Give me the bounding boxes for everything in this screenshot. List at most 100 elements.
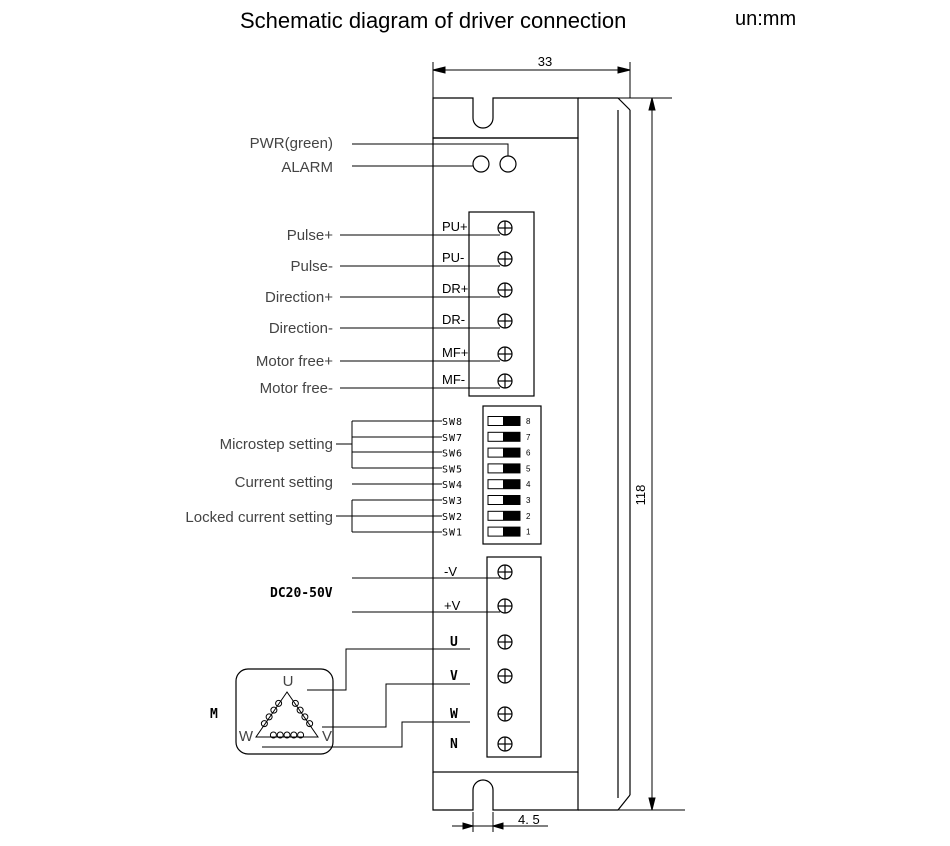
signal-label: Motor free-	[260, 380, 333, 397]
motor-symbol: U W V	[235, 668, 334, 755]
slot-dimension	[452, 812, 548, 832]
terminal-screw-icon	[497, 220, 513, 236]
switch-name: SW2	[442, 512, 463, 523]
switch-number: 3	[526, 496, 531, 505]
terminal-label: PU-	[442, 250, 464, 265]
switch-group-brackets	[336, 421, 442, 532]
dip-switch-row: SW2 2	[442, 510, 531, 523]
pwr-label: PWR(green)	[250, 135, 333, 152]
motor-phase-v: V	[322, 728, 332, 745]
signal-row: Pulse- PU-	[290, 250, 513, 275]
switch-number: 6	[526, 449, 531, 458]
power-row: W	[450, 706, 513, 722]
signal-label: Direction+	[265, 289, 333, 306]
power-terminal-label: U	[450, 635, 458, 650]
motor-phase-u: U	[283, 673, 294, 690]
dip-switch-knob	[503, 527, 520, 537]
dip-switch-block	[482, 405, 542, 545]
motor-phase-w: W	[239, 728, 254, 745]
height-dimension-label: 118	[633, 485, 648, 506]
switch-name: SW8	[442, 417, 463, 428]
terminal-label: DR+	[442, 281, 468, 296]
current-setting-label: Current setting	[235, 474, 333, 491]
dip-switch-knob	[503, 448, 520, 458]
dip-switch-row: SW4 4	[442, 479, 531, 491]
terminal-screw-icon	[497, 346, 513, 362]
width-dimension	[432, 62, 631, 98]
power-terminal-label: N	[450, 737, 458, 752]
dip-switch-row: SW3 3	[442, 495, 531, 507]
motor-wiring	[262, 648, 470, 748]
power-row: +V	[352, 598, 513, 614]
power-terminal-label: -V	[444, 564, 457, 579]
dip-switch-knob	[503, 416, 520, 426]
switch-number: 2	[526, 512, 531, 521]
led-indicators	[472, 155, 517, 173]
dip-switch-knob	[503, 463, 520, 473]
driver-body	[432, 97, 631, 811]
signal-row: Motor free- MF-	[260, 372, 513, 397]
power-supply-label: DC20-50V	[270, 586, 333, 601]
diagram-title: Schematic diagram of driver connection	[240, 8, 627, 33]
power-rows: -V +V U V WN	[352, 564, 513, 752]
signal-row: Pulse+ PU+	[287, 219, 513, 244]
switch-name: SW3	[442, 496, 463, 507]
terminal-screw-icon	[497, 564, 513, 580]
alarm-led-icon	[472, 155, 490, 173]
switch-number: 4	[526, 480, 531, 489]
switch-number: 5	[526, 464, 531, 473]
width-dimension-label: 33	[538, 54, 552, 69]
switch-name: SW1	[442, 528, 463, 539]
terminal-screw-icon	[497, 598, 513, 614]
terminal-label: PU+	[442, 219, 468, 234]
terminal-screw-icon	[497, 251, 513, 267]
terminal-screw-icon	[497, 706, 513, 722]
dip-switch-knob	[503, 479, 520, 489]
signal-label: Direction-	[269, 320, 333, 337]
signal-terminal-block	[468, 211, 535, 397]
power-terminal-block	[486, 556, 542, 758]
terminal-screw-icon	[497, 373, 513, 389]
terminal-screw-icon	[497, 282, 513, 298]
signal-label: Pulse-	[290, 258, 333, 275]
dip-switch-row: SW1 1	[442, 526, 531, 539]
locked-current-setting-label: Locked current setting	[185, 509, 333, 526]
dip-switch-knob	[503, 511, 520, 521]
motor-label: M	[210, 707, 218, 722]
terminal-screw-icon	[497, 736, 513, 752]
switch-number: 8	[526, 417, 531, 426]
terminal-label: MF-	[442, 372, 465, 387]
dip-switch-knob	[503, 495, 520, 505]
power-terminal-label: +V	[444, 598, 461, 613]
power-row: U	[450, 634, 513, 650]
signal-label: Motor free+	[256, 353, 333, 370]
switch-number: 1	[526, 528, 531, 537]
microstep-setting-label: Microstep setting	[220, 436, 333, 453]
signal-row: Direction- DR-	[269, 312, 513, 337]
alarm-label: ALARM	[281, 159, 333, 176]
terminal-screw-icon	[497, 668, 513, 684]
slot-dimension-label: 4. 5	[518, 812, 540, 827]
terminal-label: DR-	[442, 312, 465, 327]
switch-name: SW5	[442, 464, 463, 475]
pwr-led-icon	[499, 155, 517, 173]
dip-switch-row: SW5 5	[442, 463, 531, 475]
switch-number: 7	[526, 433, 531, 442]
power-row: N	[450, 736, 513, 752]
power-terminal-label: V	[450, 669, 458, 684]
terminal-label: MF+	[442, 345, 468, 360]
terminal-screw-icon	[497, 634, 513, 650]
height-dimension	[578, 97, 685, 811]
power-terminal-label: W	[450, 707, 458, 722]
led-leaders	[352, 143, 509, 167]
dip-switch-knob	[503, 432, 520, 442]
switch-name: SW6	[442, 449, 463, 460]
terminal-screw-icon	[497, 313, 513, 329]
signal-row: Direction+ DR+	[265, 281, 513, 306]
signal-rows: Pulse+PU+Pulse-PU-Direction+DR+Direction…	[256, 219, 513, 397]
switch-name: SW4	[442, 480, 463, 491]
signal-label: Pulse+	[287, 227, 334, 244]
